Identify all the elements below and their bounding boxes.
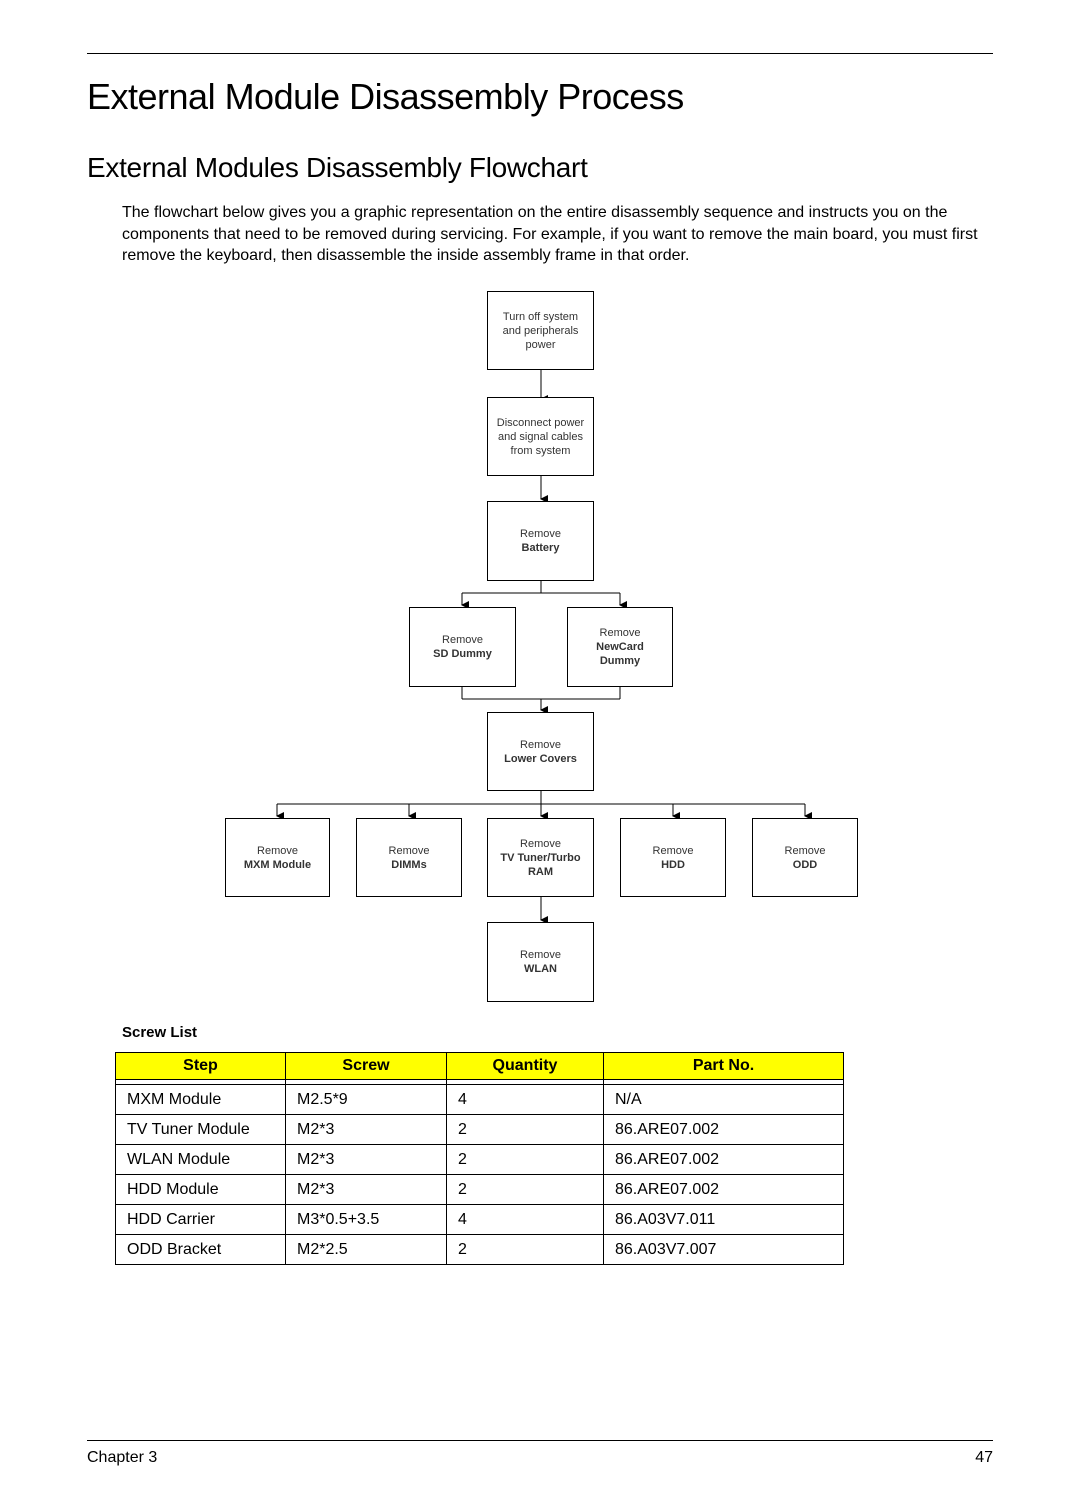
- table-row: TV Tuner Module M2*3 2 86.ARE07.002: [115, 1114, 844, 1145]
- step-disconnect-cables: Disconnect power and signal cables from …: [487, 397, 594, 476]
- intro-paragraph: The flowchart below gives you a graphic …: [122, 204, 978, 264]
- header-screw: Screw: [285, 1052, 447, 1080]
- step-remove-odd: Remove ODD: [752, 818, 858, 897]
- top-rule: [87, 53, 993, 54]
- step-remove-lower-covers: Remove Lower Covers: [487, 712, 594, 791]
- step-remove-hdd: Remove HDD: [620, 818, 726, 897]
- footer-page-number: 47: [975, 1449, 993, 1466]
- table-row: HDD Module M2*3 2 86.ARE07.002: [115, 1174, 844, 1205]
- footer-chapter: Chapter 3: [87, 1449, 158, 1466]
- step-remove-dimms: Remove DIMMs: [356, 818, 462, 897]
- table-row: ODD Bracket M2*2.5 2 86.A03V7.007: [115, 1234, 844, 1265]
- header-step: Step: [115, 1052, 286, 1080]
- step-turn-off-power: Turn off system and peripherals power: [487, 291, 594, 370]
- bottom-rule: [87, 1440, 993, 1441]
- table-row: MXM Module M2.5*9 4 N/A: [115, 1084, 844, 1115]
- step-remove-mxm-module: Remove MXM Module: [225, 818, 330, 897]
- header-quantity: Quantity: [446, 1052, 604, 1080]
- screw-list-title: Screw List: [122, 1024, 198, 1041]
- step-remove-tv-tuner: Remove TV Tuner/Turbo RAM: [487, 818, 594, 897]
- step-remove-wlan: Remove WLAN: [487, 922, 594, 1002]
- section-title: External Modules Disassembly Flowchart: [87, 152, 588, 183]
- screw-list-table: Step Screw Quantity Part No. MXM Module …: [115, 1052, 844, 1265]
- table-row: HDD Carrier M3*0.5+3.5 4 86.A03V7.011: [115, 1204, 844, 1235]
- table-row: WLAN Module M2*3 2 86.ARE07.002: [115, 1144, 844, 1175]
- page-title: External Module Disassembly Process: [87, 76, 684, 117]
- table-header-row: Step Screw Quantity Part No.: [115, 1052, 844, 1080]
- header-part-no: Part No.: [603, 1052, 844, 1080]
- step-remove-sd-dummy: Remove SD Dummy: [409, 607, 516, 687]
- step-remove-newcard-dummy: Remove NewCard Dummy: [567, 607, 673, 687]
- step-remove-battery: Remove Battery: [487, 501, 594, 581]
